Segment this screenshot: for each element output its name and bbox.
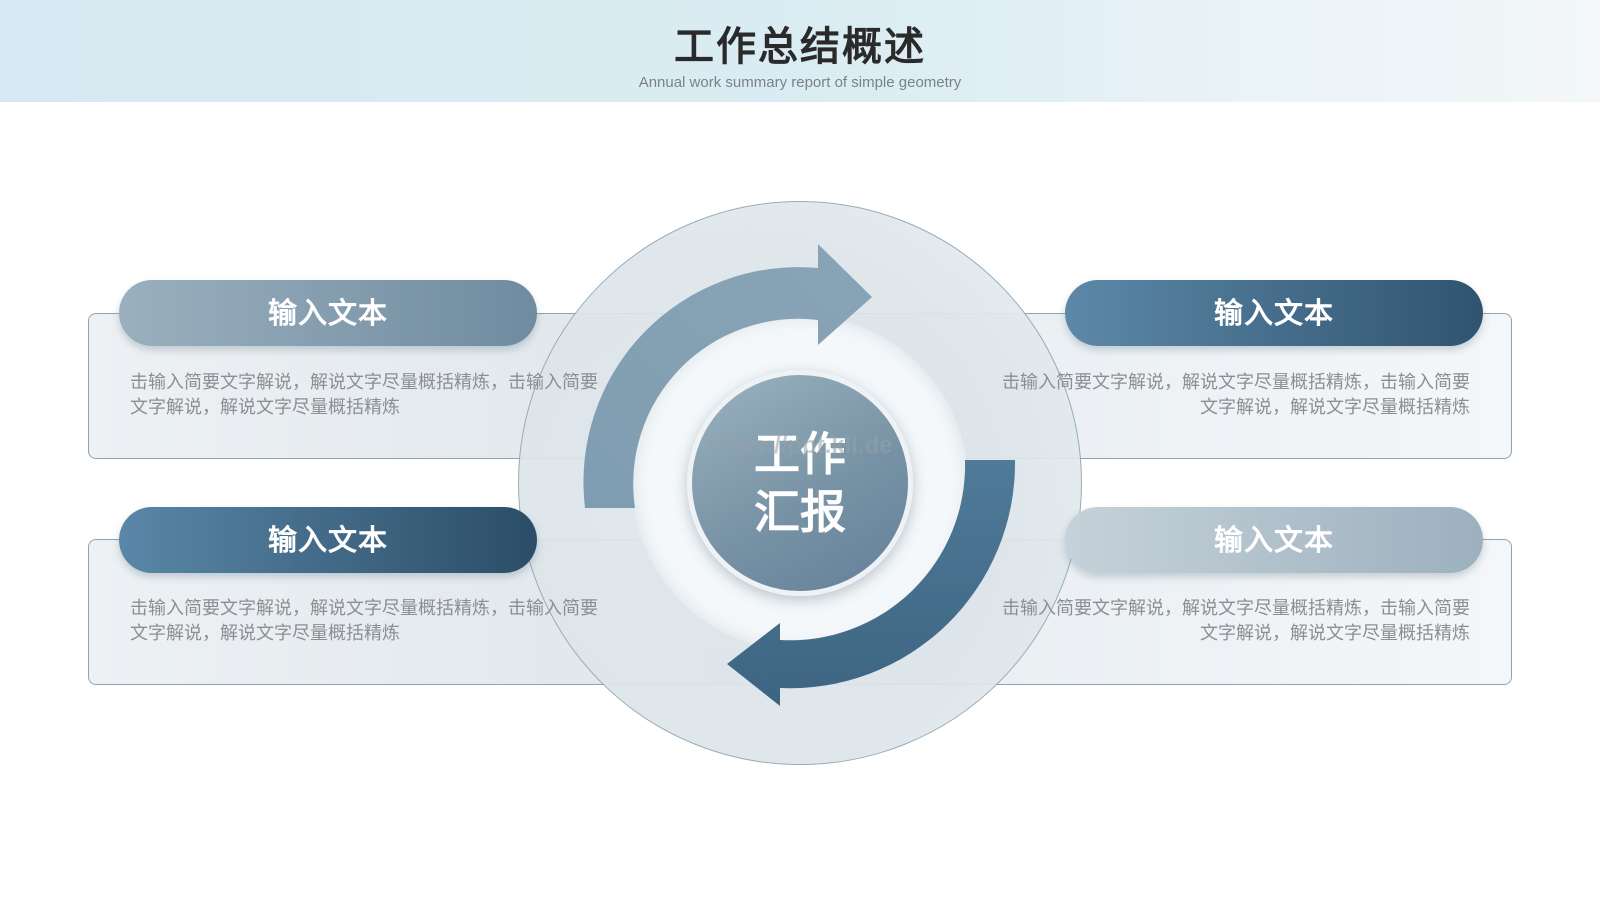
label-pill-top-right: 输入文本 [1065, 280, 1483, 346]
center-circle [687, 370, 913, 596]
description-bottom-left: 击输入简要文字解说，解说文字尽量概括精炼，击输入简要文字解说，解说文字尽量概括精… [130, 598, 598, 644]
center-title-line2: 汇报 [754, 485, 846, 539]
watermark: https://ppt.kll.de [707, 432, 893, 459]
label-pill-top-left: 输入文本 [119, 280, 537, 346]
circular-arrow-top-icon [583, 244, 872, 508]
circular-arrow-bottom-icon [727, 460, 1016, 706]
center-title-line1: 工作 [754, 427, 846, 481]
label-pill-bottom-right: 输入文本 [1065, 507, 1483, 573]
page-title: 工作总结概述 [674, 24, 926, 70]
description-top-left: 击输入简要文字解说，解说文字尽量概括精炼，击输入简要文字解说，解说文字尽量概括精… [130, 372, 598, 418]
description-bottom-right: 击输入简要文字解说，解说文字尽量概括精炼，击输入简要文字解说，解说文字尽量概括精… [1002, 598, 1470, 644]
center-title: 工作 汇报 [687, 425, 913, 541]
header-banner: 工作总结概述 Annual work summary report of sim… [0, 0, 1600, 102]
label-pill-bottom-left: 输入文本 [119, 507, 537, 573]
page-subtitle: Annual work summary report of simple geo… [638, 74, 962, 91]
description-top-right: 击输入简要文字解说，解说文字尽量概括精炼，击输入简要文字解说，解说文字尽量概括精… [1002, 372, 1470, 418]
